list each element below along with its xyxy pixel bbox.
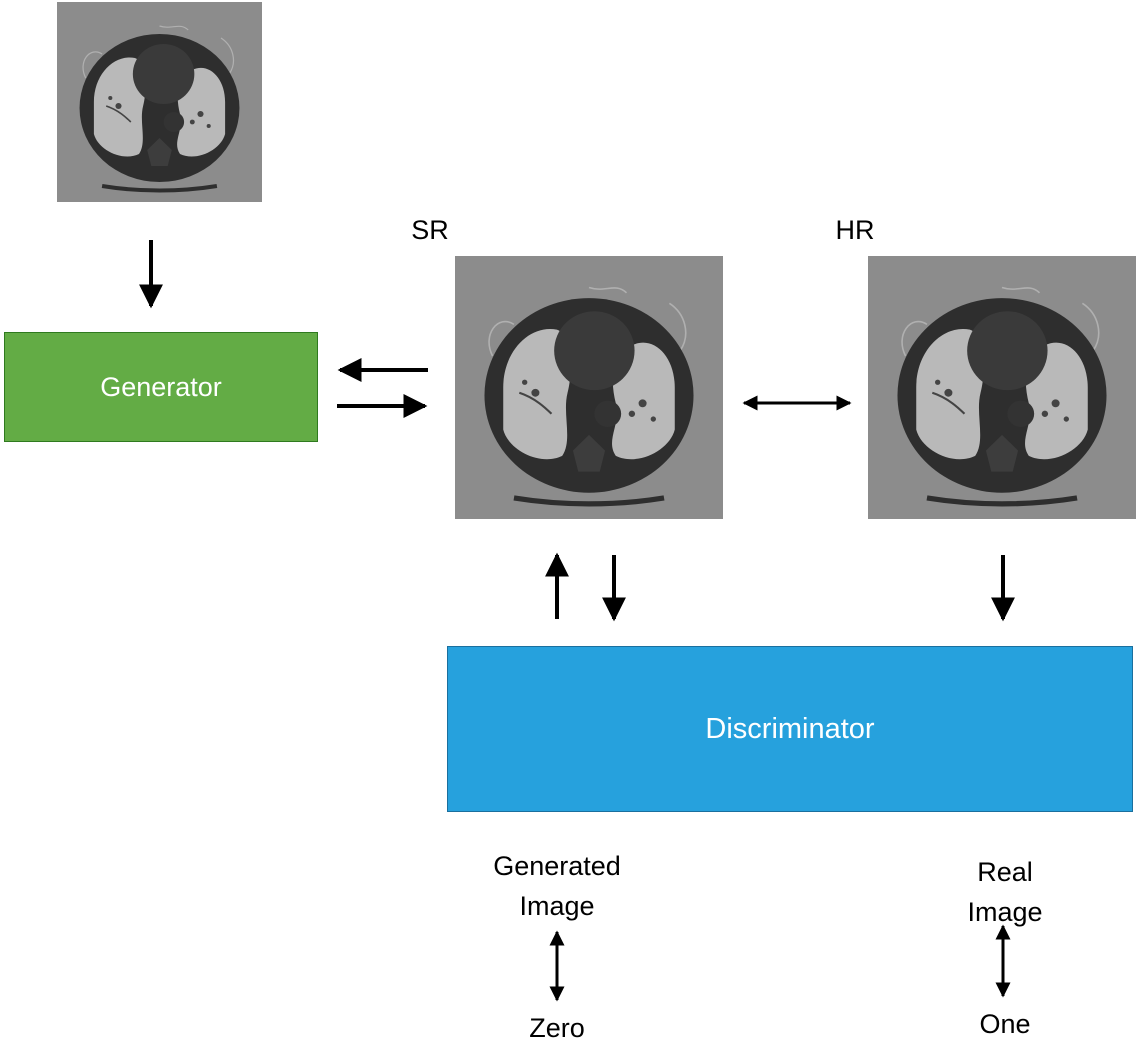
generator-label: Generator [100,371,222,402]
hr-label: HR [835,215,875,245]
generated-label-line1: Generated [493,851,621,881]
input-lr-image [57,2,262,202]
generated-label-line2: Image [519,891,595,921]
generator-box: Generator [4,332,318,442]
hr-image [868,256,1136,519]
real-label-line1: Real [977,857,1033,887]
discriminator-box: Discriminator [447,646,1133,812]
sr-label: SR [411,215,449,245]
discriminator-label: Discriminator [705,712,875,745]
sr-image [455,256,723,519]
one-label: One [979,1009,1031,1039]
generated-image-label: Generated Image [457,846,657,926]
real-label-line2: Image [967,897,1043,927]
real-image-label: Real Image [925,852,1085,932]
zero-label: Zero [529,1013,585,1043]
